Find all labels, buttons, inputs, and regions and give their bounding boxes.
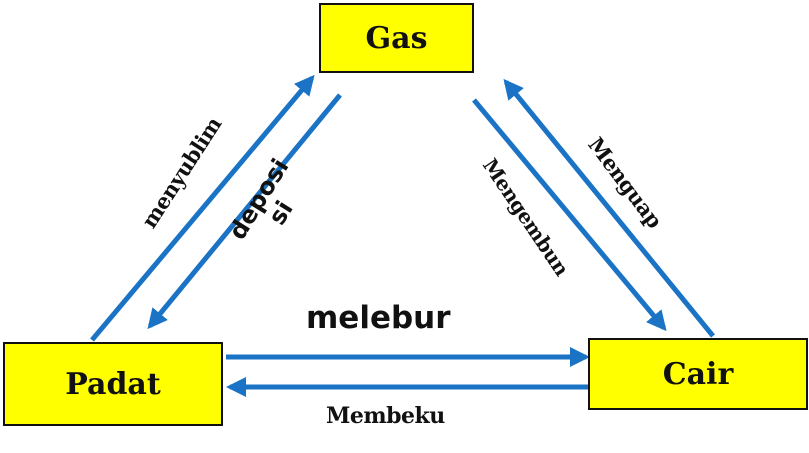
state-label-padat: Padat <box>65 366 161 402</box>
state-label-cair: Cair <box>662 356 734 392</box>
arrow-menguap <box>503 78 715 338</box>
label-melebur: melebur <box>306 300 451 336</box>
arrow-menyublim <box>90 74 315 342</box>
state-box-gas: Gas <box>319 3 474 73</box>
label-membeku: Membeku <box>326 403 445 429</box>
state-box-padat: Padat <box>3 342 223 426</box>
arrow-mengembun <box>472 98 667 332</box>
state-label-gas: Gas <box>365 20 428 56</box>
arrow-deposisi <box>147 93 342 330</box>
state-box-cair: Cair <box>588 338 808 410</box>
